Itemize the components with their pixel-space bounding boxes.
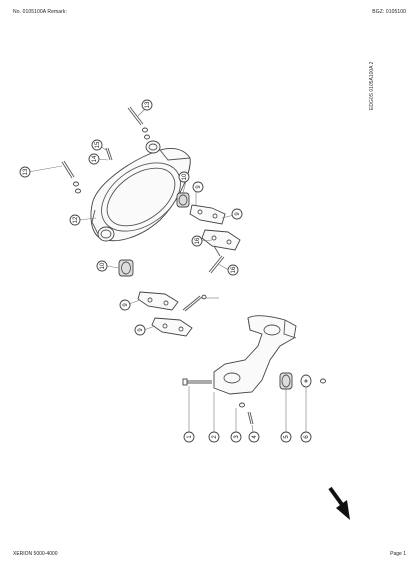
ring-bushing-bottom — [97, 226, 115, 242]
svg-text:3: 3 — [234, 435, 240, 439]
bolt-1 — [182, 378, 212, 386]
svg-text:15: 15 — [95, 141, 101, 148]
bracket-9-upper-a — [189, 204, 226, 225]
svg-text:2: 2 — [212, 435, 218, 439]
callout-13-top: 13 — [141, 99, 153, 111]
callout-1: 1 — [183, 431, 195, 443]
support-bracket — [213, 315, 297, 395]
machine-model: XERION 5000-4000 — [13, 551, 58, 557]
document-number: No. 0105100A Remark: — [13, 9, 67, 15]
callout-4: 4 — [248, 431, 260, 443]
callout-5: 5 — [280, 431, 292, 443]
svg-text:13: 13 — [145, 101, 151, 108]
callout-6: 6 — [300, 431, 312, 443]
bushing-10-lower — [118, 259, 134, 277]
svg-text:9: 9 — [138, 328, 144, 332]
assembly-group-code: BGZ: 0105100 — [372, 9, 406, 15]
callout-16-upper: 16 — [191, 235, 203, 247]
bracket-9-lower-a — [137, 291, 179, 311]
bracket-9-upper-b — [201, 229, 241, 251]
svg-text:9: 9 — [196, 185, 202, 189]
svg-text:16: 16 — [195, 237, 201, 244]
orientation-arrow-icon — [328, 486, 350, 520]
svg-text:1: 1 — [187, 435, 193, 439]
svg-text:12: 12 — [73, 216, 79, 223]
screw-4 — [247, 411, 254, 425]
bolt-13-top — [127, 106, 150, 140]
svg-text:10: 10 — [100, 262, 106, 269]
svg-text:4: 4 — [252, 435, 258, 439]
washer-3 — [239, 402, 245, 408]
bolt-13-left — [61, 160, 81, 194]
callout-16-lower: 16 — [227, 264, 239, 276]
callout-9-c: 9 — [119, 299, 131, 311]
callout-9-b: 9 — [231, 208, 243, 220]
svg-text:14: 14 — [92, 155, 98, 162]
callout-14: 14 — [88, 153, 100, 165]
callout-15: 15 — [91, 139, 103, 151]
bushing-10-upper — [176, 192, 190, 208]
callout-3: 3 — [230, 431, 242, 443]
svg-text:13: 13 — [23, 168, 29, 175]
nut-6 — [320, 378, 326, 384]
bracket-9-lower-b — [151, 317, 193, 337]
page-number: Page 1 — [390, 551, 406, 557]
washer-6 — [300, 374, 312, 388]
callout-12: 12 — [69, 214, 81, 226]
spacer-5 — [279, 372, 293, 390]
callout-13-left: 13 — [19, 166, 31, 178]
svg-text:16: 16 — [231, 266, 237, 273]
svg-text:5: 5 — [284, 435, 290, 439]
callout-9-d: 9 — [134, 324, 146, 336]
svg-text:10: 10 — [182, 173, 188, 180]
callout-10-lower: 10 — [96, 260, 108, 272]
callout-9-a: 9 — [192, 181, 204, 193]
ring-bushing-top — [145, 140, 161, 154]
svg-text:6: 6 — [304, 435, 310, 439]
svg-text:9: 9 — [235, 212, 241, 216]
screw-15 — [105, 147, 113, 161]
callout-10-upper: 10 — [178, 171, 190, 183]
svg-text:9: 9 — [123, 303, 129, 307]
callout-2: 2 — [208, 431, 220, 443]
